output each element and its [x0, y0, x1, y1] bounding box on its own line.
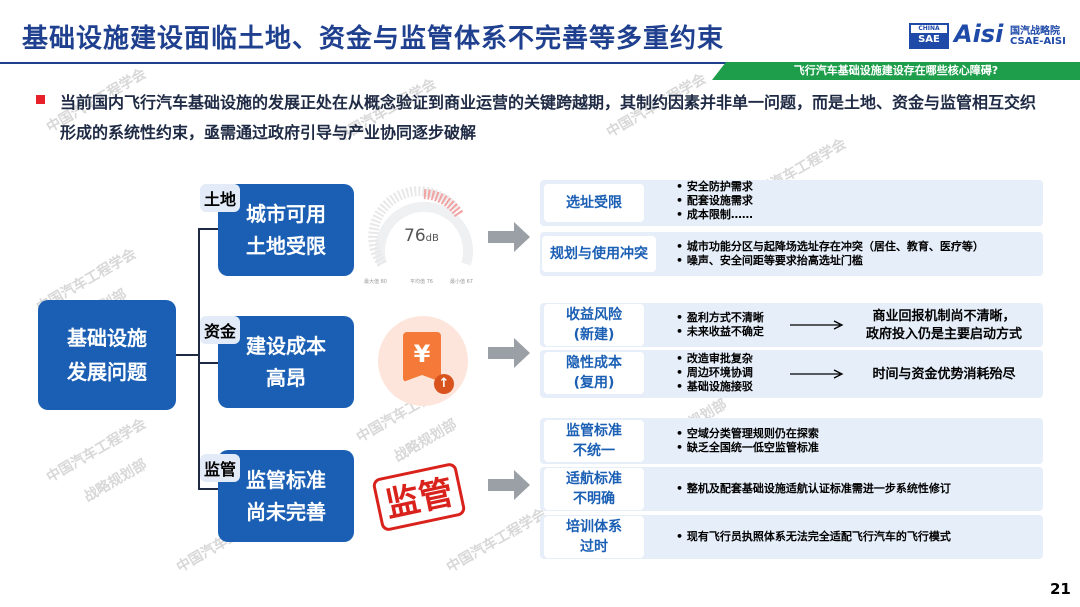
arrow-up-icon: ↑ [434, 374, 454, 394]
detail-item: 盈利方式不清晰 [676, 311, 796, 325]
detail-item: 噪声、安全间距等要求抬高选址门槛 [676, 254, 1038, 268]
meter-label-avg: 平均值 76 [410, 279, 433, 285]
price-tag-shape [403, 332, 441, 382]
meter-value: 76dB [404, 226, 439, 246]
conclusion-revenue: 商业回报机制尚不清晰， 政府投入仍是主要启动方式 [852, 308, 1036, 344]
title-divider [0, 62, 1080, 64]
detail-item: 基础设施接驳 [676, 380, 796, 394]
branch-node-cost: 建设成本高昂 [218, 316, 354, 408]
detail-items-airworthiness: 整机及配套基础设施适航认证标准需进一步系统性修订 [676, 482, 1036, 496]
detail-items-revenue: 盈利方式不清晰 未来收益不确定 [676, 311, 796, 339]
logo-box-bottom: SAE [911, 33, 947, 47]
label-line-2: (复用) [573, 375, 615, 391]
branch-reg-line-2: 尚未完善 [246, 500, 326, 524]
meter-label-min: 最小值 67 [450, 279, 473, 285]
label-line-1: 监管标准 [566, 423, 622, 439]
detail-label-hidden-cost: 隐性成本 (复用) [544, 352, 644, 394]
tree-root-connector [176, 354, 200, 356]
detail-item: 配套设施需求 [676, 194, 1036, 208]
arrow-right-icon [790, 320, 844, 330]
yuan-symbol: ¥ [413, 340, 431, 368]
detail-items-supervision: 空域分类管理规则仍在探索 缺乏全国统一低空监管标准 [676, 427, 1036, 455]
arrow-right-icon [488, 222, 530, 252]
detail-items-planning: 城市功能分区与起降场选址存在冲突（居住、教育、医疗等） 噪声、安全间距等要求抬高… [676, 240, 1038, 268]
regulation-stamp-icon: 监管 [371, 461, 467, 533]
label-line-1: 培训体系 [566, 519, 622, 535]
logo-en-name: CSAE-AISI [1010, 36, 1066, 47]
detail-items-site: 安全防护需求 配套设施需求 成本限制…… [676, 180, 1036, 222]
detail-label-supervision: 监管标准 不统一 [544, 420, 644, 462]
detail-item: 缺乏全国统一低空监管标准 [676, 441, 1036, 455]
detail-label-revenue: 收益风险 (新建) [544, 304, 644, 346]
yuan-cost-icon: ¥ ↑ [378, 316, 468, 406]
root-node: 基础设施发展问题 [38, 300, 176, 410]
label-line-1: 适航标准 [566, 471, 622, 487]
arrow-right-icon [488, 338, 530, 368]
logo-cn-name: 国汽战略院 [1010, 26, 1060, 37]
logo-box-top: CHINA [911, 25, 947, 33]
label-line-2: 不统一 [573, 443, 615, 459]
note-line: 政府投入仍是主要启动方式 [865, 327, 1022, 342]
label-line-2: 过时 [580, 539, 608, 555]
detail-items-hidden-cost: 改造审批复杂 周边环境协调 基础设施接驳 [676, 352, 796, 394]
branch-tag-land: 土地 [200, 184, 241, 212]
arrow-right-icon [488, 470, 530, 500]
detail-label-airworthiness: 适航标准 不明确 [544, 468, 644, 510]
branch-cost-line-1: 建设成本 [246, 334, 326, 358]
aisi-logo: Aisi [954, 20, 1004, 48]
detail-items-training: 现有飞行员执照体系无法完全适配飞行汽车的飞行模式 [676, 530, 1036, 544]
section-banner: 飞行汽车基础设施建设存在哪些核心障碍? [712, 62, 1080, 80]
root-line-1: 基础设施 [67, 326, 147, 350]
page-number: 21 [1050, 580, 1071, 598]
detail-label-training: 培训体系 过时 [544, 516, 644, 558]
root-line-2: 发展问题 [67, 360, 147, 384]
arrow-right-icon [790, 369, 844, 379]
branch-tag-regulation: 监管 [200, 454, 241, 482]
tree-branch-line-land [198, 228, 218, 230]
detail-label-planning: 规划与使用冲突 [542, 236, 656, 272]
branch-reg-line-1: 监管标准 [246, 468, 326, 492]
detail-item: 成本限制…… [676, 208, 1036, 222]
label-line-2: 不明确 [573, 491, 615, 507]
conclusion-hidden-cost: 时间与资金优势消耗殆尽 [872, 367, 1016, 382]
branch-cost-line-2: 高昂 [266, 366, 306, 390]
detail-item: 空域分类管理规则仍在探索 [676, 427, 1036, 441]
detail-item: 现有飞行员执照体系无法完全适配飞行汽车的飞行模式 [676, 530, 1036, 544]
detail-item: 周边环境协调 [676, 366, 796, 380]
label-line-1: 收益风险 [566, 307, 622, 323]
meter-unit: dB [425, 233, 439, 244]
detail-item: 改造审批复杂 [676, 352, 796, 366]
tree-trunk-line [198, 228, 200, 490]
note-line: 商业回报机制尚不清晰， [872, 309, 1016, 324]
branch-node-regulation: 监管标准尚未完善 [218, 450, 354, 542]
detail-item: 未来收益不确定 [676, 325, 796, 339]
tree-branch-line-regulation [198, 488, 218, 490]
noise-meter-icon: 76dB 最大值 80 平均值 76 最小值 67 [364, 186, 484, 290]
detail-item: 城市功能分区与起降场选址存在冲突（居住、教育、医疗等） [676, 240, 1038, 254]
meter-label-max: 最大值 80 [364, 279, 387, 285]
red-square-bullet-icon [36, 95, 45, 104]
detail-item: 整机及配套基础设施适航认证标准需进一步系统性修订 [676, 482, 1036, 496]
branch-node-land: 城市可用土地受限 [218, 184, 354, 276]
china-sae-logo: CHINA SAE [909, 23, 949, 49]
intro-paragraph: 当前国内飞行汽车基础设施的发展正处在从概念验证到商业运营的关键跨越期，其制约因素… [60, 93, 1037, 142]
label-line-2: (新建) [573, 327, 615, 343]
detail-label-site: 选址受限 [544, 184, 644, 222]
meter-number: 76 [404, 226, 426, 246]
label-line-1: 隐性成本 [566, 355, 622, 371]
branch-land-line-1: 城市可用 [246, 202, 326, 226]
page-title: 基础设施建设面临土地、资金与监管体系不完善等多重约束 [22, 24, 725, 54]
tree-branch-line-cost [198, 362, 218, 364]
branch-land-line-2: 土地受限 [246, 234, 326, 258]
detail-item: 安全防护需求 [676, 180, 1036, 194]
branch-tag-cost: 资金 [200, 316, 241, 344]
